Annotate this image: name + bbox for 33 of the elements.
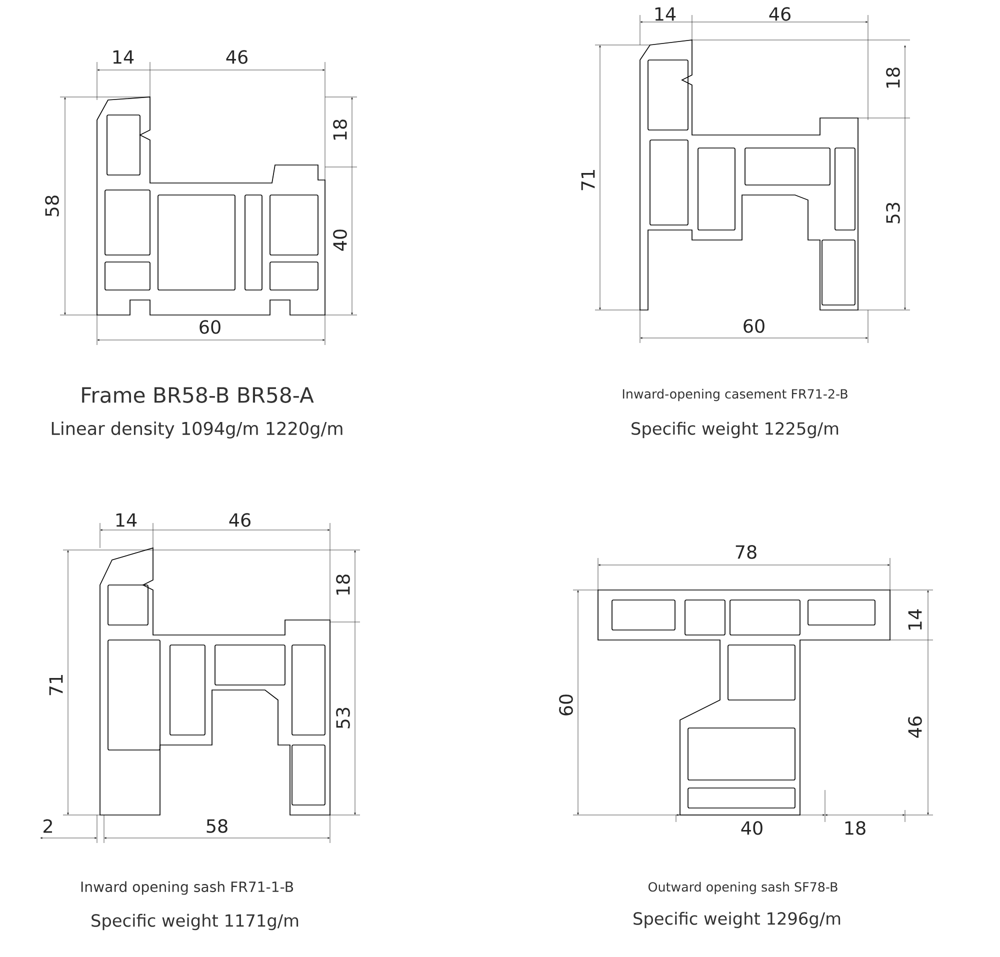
dimension-text: 18 [845, 821, 866, 835]
caption-text: Inward-opening casement FR71-2-B [622, 388, 848, 402]
dimension-text: 14 [908, 609, 922, 630]
caption-text: Specific weight 1225g/m [632, 422, 838, 438]
caption-text: Specific weight 1171g/m [92, 914, 298, 930]
dimension-text: 53 [886, 202, 900, 224]
caption-text: Inward opening sash FR71-1-B [81, 881, 294, 895]
dimension-text: 14 [116, 513, 137, 527]
caption-text: Linear density 1094g/m 1220g/m [52, 422, 342, 438]
dimension-text: 2 [44, 819, 52, 833]
dimension-text: 18 [333, 120, 347, 140]
dimension-text: 14 [655, 7, 676, 21]
dimension-text: 78 [736, 545, 756, 559]
dimension-text: 46 [769, 7, 790, 21]
dimension-text: 60 [200, 320, 220, 334]
caption-text: Frame BR58-B BR58-A [82, 387, 314, 403]
dimension-text: 58 [206, 819, 228, 833]
dimension-text: 46 [229, 513, 250, 527]
dimension-text: 58 [45, 196, 59, 216]
dimension-text: 18 [886, 68, 900, 88]
dimension-text: 71 [581, 170, 595, 190]
dimension-text: 40 [333, 230, 347, 251]
caption-text: Outward opening sash SF78-B [648, 882, 838, 894]
dimension-text: 71 [49, 675, 63, 696]
dimension-text: 14 [113, 50, 134, 64]
dimension-text: 46 [226, 50, 248, 64]
dimension-text: 18 [336, 574, 350, 595]
dimension-text: 40 [741, 821, 762, 835]
dimension-text: 53 [336, 708, 350, 728]
dimension-text: 46 [908, 716, 922, 738]
caption-text: Specific weight 1296g/m [634, 912, 840, 928]
dimension-text: 60 [744, 319, 764, 333]
dimension-text: 60 [559, 694, 573, 716]
